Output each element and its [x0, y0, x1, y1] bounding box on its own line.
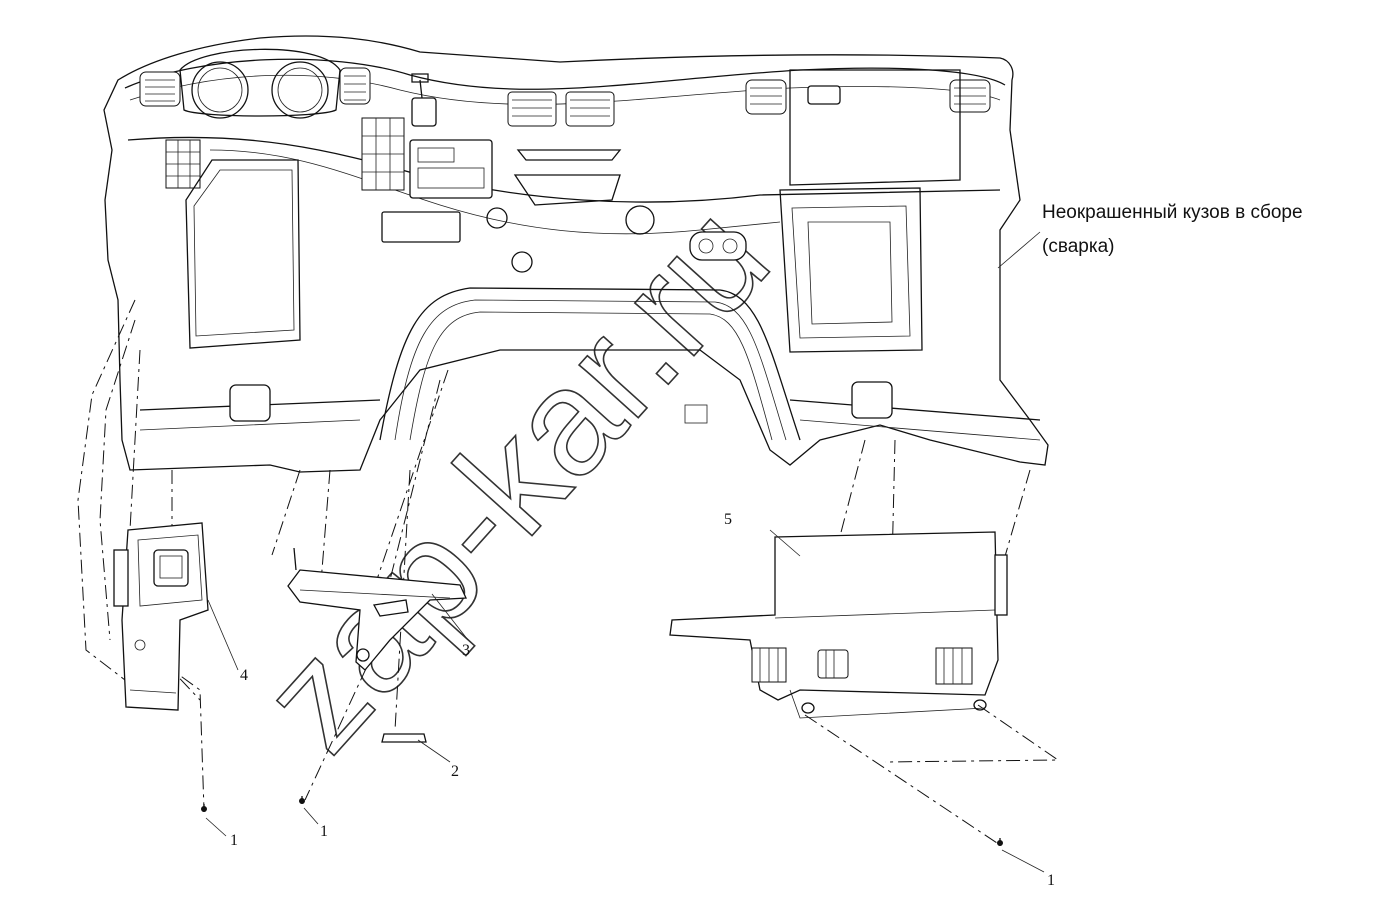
label-part-5: 5: [724, 511, 732, 528]
watermark-text: zap-kar.ru: [229, 173, 800, 781]
cluster-side-vent: [339, 67, 371, 105]
part-1-screw-mid: [299, 796, 305, 804]
callout-body-line2: (сварка): [1042, 236, 1114, 257]
switch-panel: [361, 117, 405, 191]
part-4-left-trim: [113, 522, 209, 711]
label-part-1-left: 1: [230, 832, 238, 849]
part-3-bracket: [287, 547, 467, 671]
instrument-cluster-hood: [179, 48, 341, 117]
tachometer-dial: [271, 61, 329, 119]
glovebox-lid: [789, 69, 961, 186]
part-5-lower-panel: [669, 531, 1008, 719]
label-part-3: 3: [462, 642, 470, 659]
label-part-4: 4: [240, 667, 248, 684]
label-part-2: 2: [451, 763, 459, 780]
right-air-vents: [745, 79, 991, 115]
part-1-screw-left: [201, 804, 207, 812]
radio-panel: [409, 139, 493, 199]
part-2-clip: [381, 733, 427, 743]
left-air-vent: [139, 71, 181, 107]
leader-lines: [205, 231, 1045, 873]
watermark: zap-kar.ru: [228, 173, 801, 783]
center-air-vents: [507, 91, 622, 206]
stalk-switch: [411, 97, 437, 127]
speedometer-dial: [191, 61, 249, 119]
dashboard-body-assembly: [103, 35, 1049, 473]
label-part-1-right: 1: [1047, 872, 1055, 889]
right-glovebox-opening: [779, 187, 923, 353]
part-1-screw-right: [997, 838, 1003, 846]
callout-body-line1: Неокрашенный кузов в сборе: [1042, 202, 1303, 223]
label-part-1-mid: 1: [320, 823, 328, 840]
left-switch-block: [165, 139, 201, 189]
left-knee-opening: [185, 159, 301, 349]
